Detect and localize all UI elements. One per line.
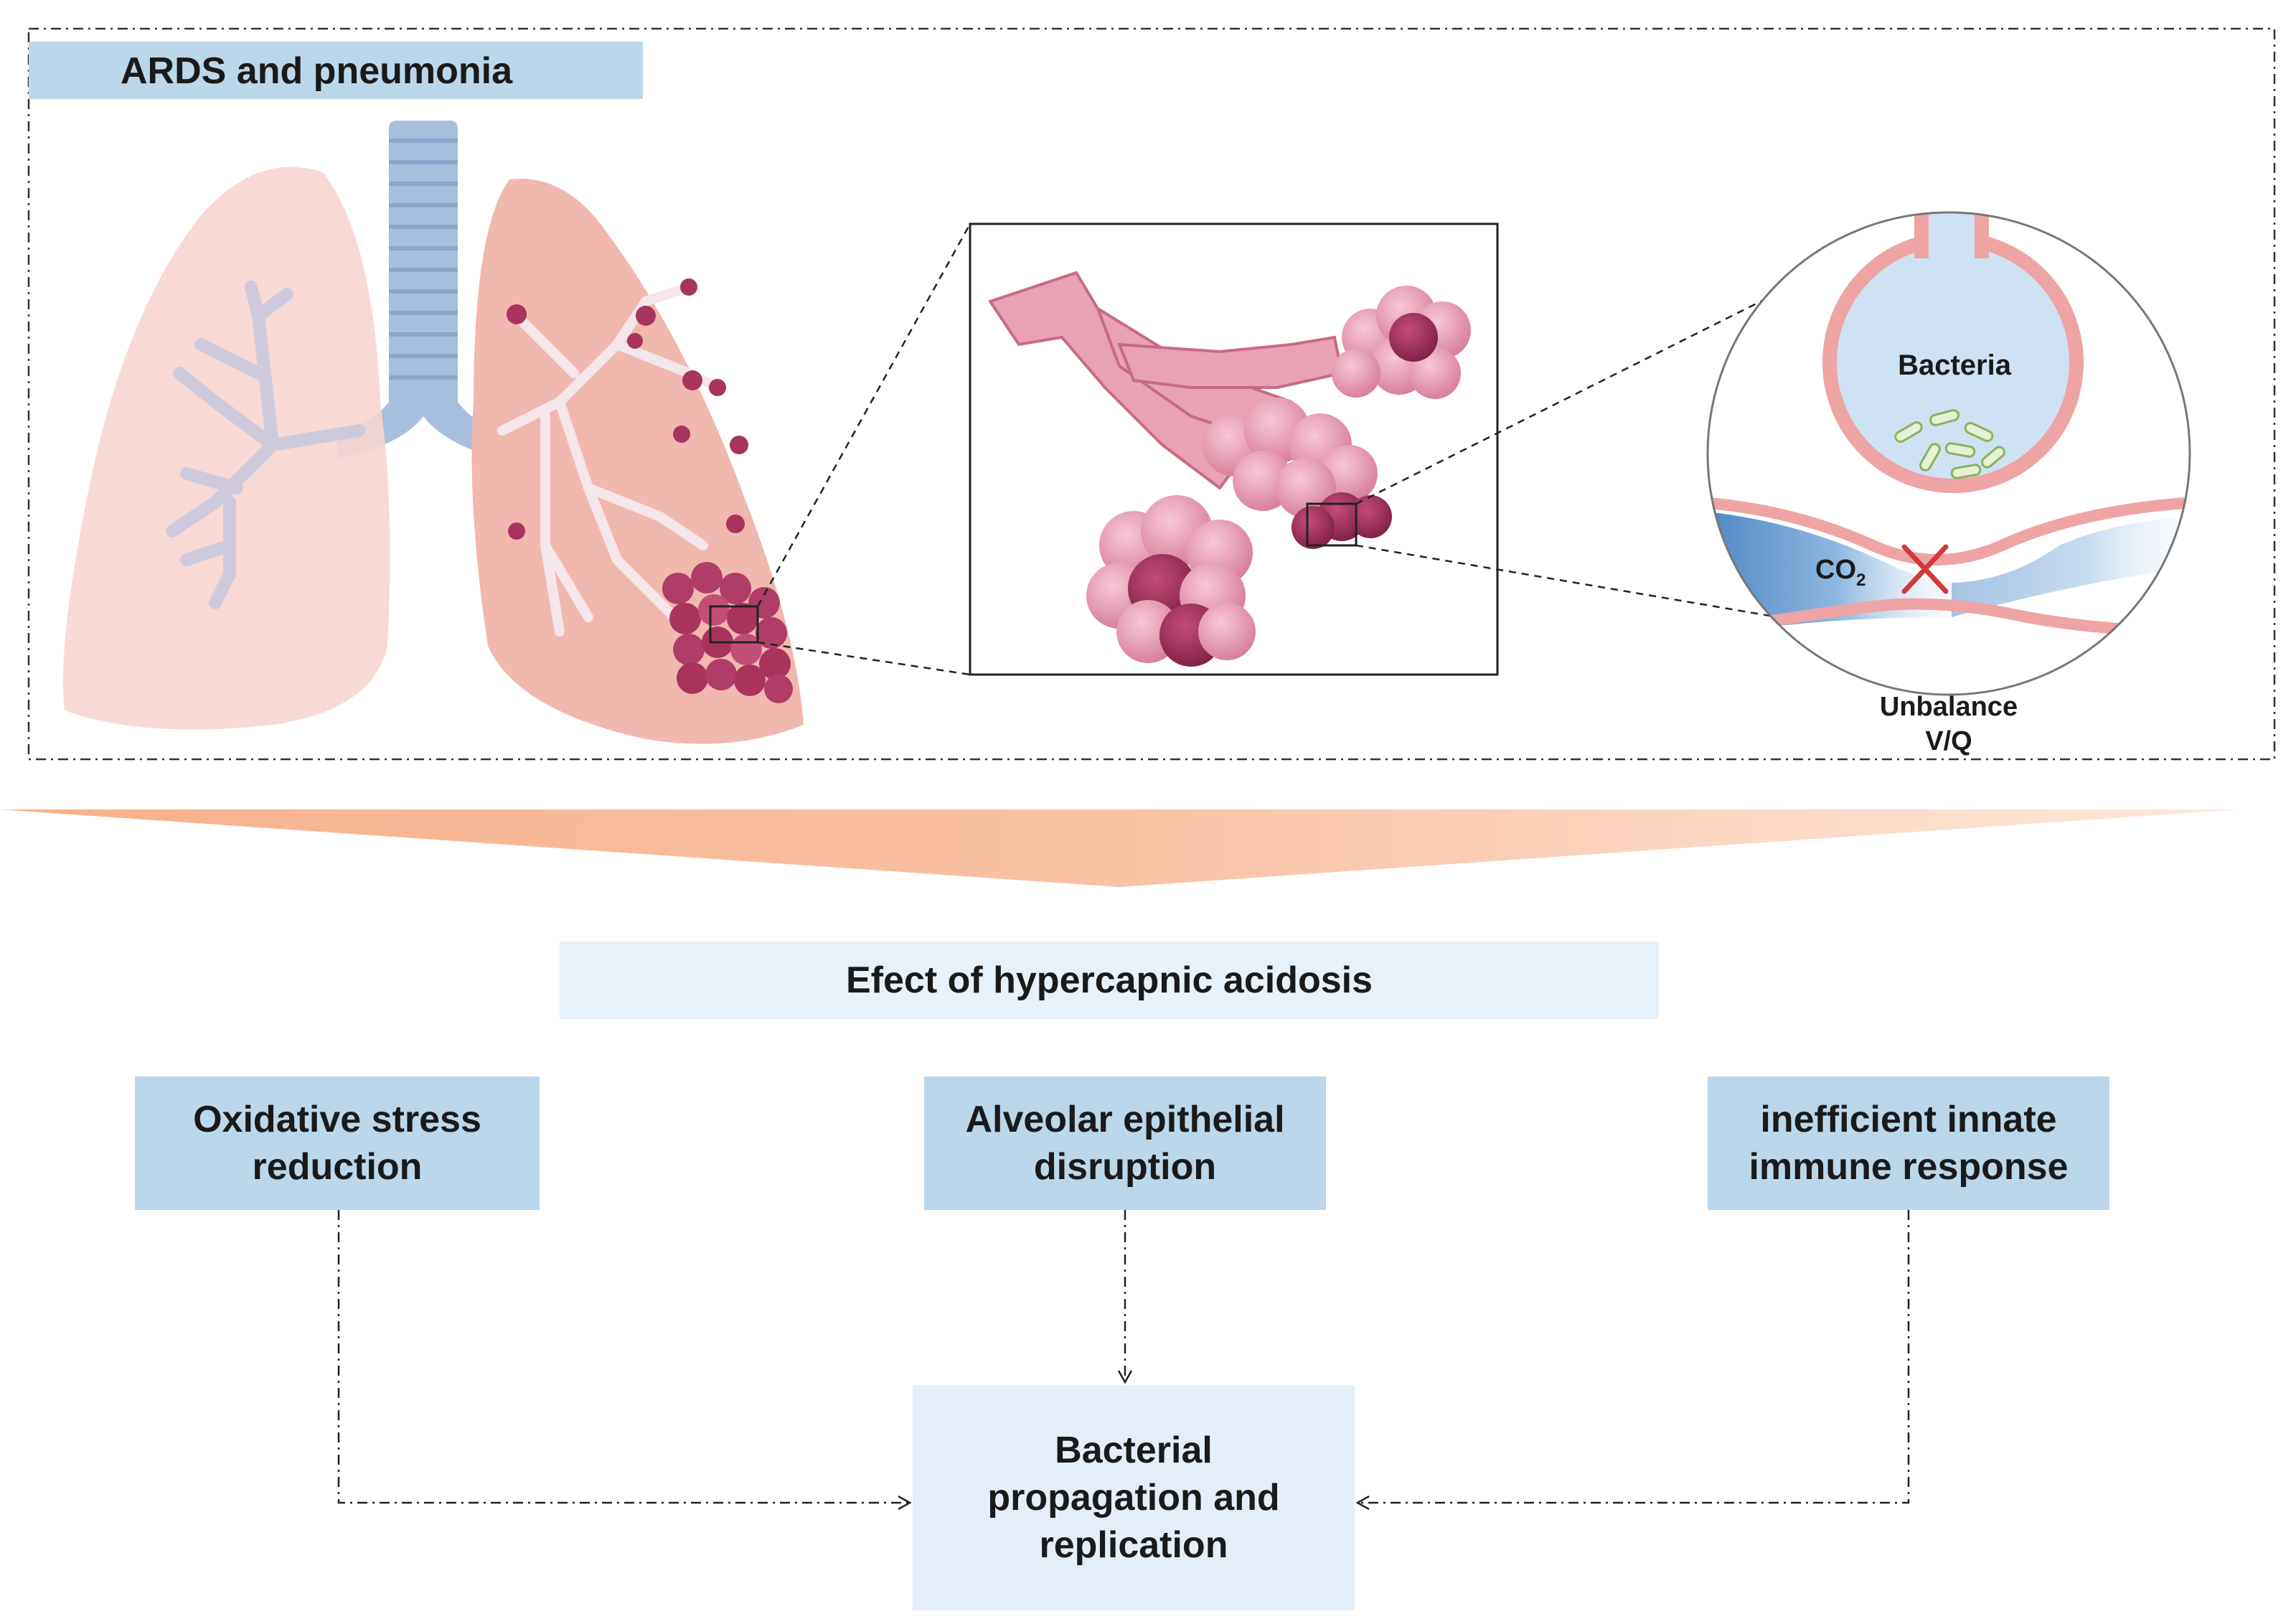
effects-header: Efect of hypercapnic acidosis — [560, 942, 1659, 1019]
effect-box-2-bg — [924, 1076, 1326, 1210]
connectors — [337, 1210, 1910, 1511]
connector-right — [1355, 1210, 1910, 1511]
inset-cluster-bottom — [1086, 495, 1256, 667]
panel-title: ARDS and pneumonia — [121, 50, 513, 92]
down-chevron — [0, 810, 2239, 887]
effect-box-innate-immune: inefficient innate immune response — [1708, 1076, 2109, 1210]
effects-header-text: Efect of hypercapnic acidosis — [845, 959, 1373, 1001]
bronchi-left — [166, 281, 365, 609]
outcome-box: Bacterial propagation and replication — [913, 1385, 1355, 1610]
zoom-lines-2 — [1355, 291, 1779, 619]
outcome-box-bg — [913, 1385, 1355, 1610]
co2-label-main: CO — [1815, 555, 1856, 585]
effect-box-3-line1: inefficient innate — [1760, 1099, 2057, 1140]
panel-border — [27, 27, 2276, 761]
effect-box-3-bg — [1708, 1076, 2109, 1210]
effect-box-1-line2: reduction — [252, 1146, 423, 1188]
zoom-box-lung — [709, 605, 759, 644]
alveoli-right-small — [507, 278, 748, 540]
effect-box-3-line2: immune response — [1749, 1146, 2069, 1188]
effect-box-1-line1: Oxidative stress — [193, 1099, 481, 1140]
bacteria-group — [1894, 409, 2005, 479]
effects-header-bg — [560, 942, 1659, 1019]
panel-title-bg — [29, 42, 643, 99]
effect-box-oxidative-stress: Oxidative stress reduction — [135, 1076, 540, 1210]
co2-label-sub: 2 — [1856, 571, 1866, 590]
magnified-circle: Bacteria CO2 Unbalance V/Q — [1706, 211, 2191, 756]
alveoli-cluster-lung — [662, 562, 793, 703]
vq-label-line1: Unbalance — [1880, 692, 2018, 722]
effect-box-epithelial-disruption: Alveolar epithelial disruption — [924, 1076, 1326, 1210]
lung-left — [63, 166, 390, 730]
co2-label: CO2 — [1815, 555, 1866, 590]
effect-box-1-bg — [135, 1076, 540, 1210]
effect-box-2-line2: disruption — [1033, 1146, 1217, 1188]
outcome-line3: replication — [1039, 1524, 1228, 1566]
blocked-exchange-icon — [1901, 544, 1949, 594]
connector-left — [337, 1210, 912, 1511]
bronchi-right — [497, 282, 723, 637]
lungs-illustration — [63, 121, 804, 744]
zoom-box-inset — [1306, 502, 1358, 547]
bacteria-label: Bacteria — [1898, 349, 2012, 381]
inset-cluster-top — [1332, 286, 1471, 399]
vq-label-line2: V/Q — [1925, 726, 1972, 756]
effect-box-2-line1: Alveolar epithelial — [965, 1099, 1285, 1140]
zoom-lines-1 — [756, 223, 971, 676]
trachea — [337, 121, 502, 459]
alveoli-inset — [969, 222, 1499, 676]
outcome-line2: propagation and — [987, 1477, 1280, 1519]
outcome-line1: Bacterial — [1055, 1430, 1213, 1471]
